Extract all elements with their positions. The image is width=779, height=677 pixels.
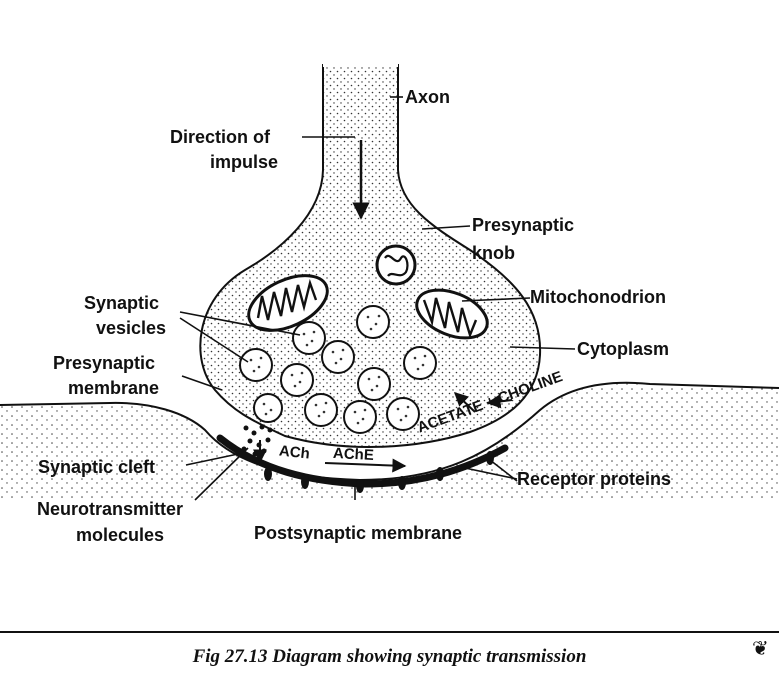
axon-label: Axon xyxy=(405,87,450,107)
synaptic-vesicle xyxy=(253,393,283,423)
synapse-diagram xyxy=(0,63,779,630)
synaptic-vesicle xyxy=(280,363,314,397)
mitochondrion-label: Mitochonodrion xyxy=(530,287,666,307)
presynaptic-membrane-label-line1: Presynaptic xyxy=(53,353,156,373)
synaptic-vesicles xyxy=(239,305,437,434)
reuptake-arrow-2 xyxy=(486,394,513,409)
ache-arrow xyxy=(324,458,407,473)
synaptic-vesicle xyxy=(356,305,390,339)
synaptic-vesicle xyxy=(403,346,437,380)
ach-label: ACh xyxy=(278,442,311,463)
synaptic-vesicles-label-line2: vesicles xyxy=(96,318,167,338)
presynaptic-knob-label-line2: knob xyxy=(472,243,515,263)
leader-lines xyxy=(179,96,576,501)
mitochondrion-round xyxy=(375,244,417,286)
synaptic-vesicle xyxy=(239,348,273,382)
mitochondrion-left xyxy=(247,274,329,332)
postsynaptic-membrane-label: Postsynaptic membrane xyxy=(254,523,463,543)
publisher-mark: ❦ xyxy=(752,638,769,660)
synaptic-vesicle xyxy=(343,400,377,434)
synaptic-vesicle xyxy=(304,393,338,427)
synaptic-vesicle xyxy=(321,340,355,374)
synaptic-vesicle xyxy=(386,397,420,431)
receptor-proteins-label: Receptor proteins xyxy=(517,469,672,489)
neurotransmitter-label-line1: Neurotransmitter xyxy=(37,499,184,519)
synaptic-vesicles-label-line1: Synaptic xyxy=(84,293,160,313)
synaptic-cleft-label: Synaptic cleft xyxy=(38,457,156,477)
presynaptic-membrane-label-line2: membrane xyxy=(68,378,160,398)
presynaptic-knob xyxy=(199,64,542,449)
synaptic-vesicle xyxy=(292,321,326,355)
figure-caption: Fig 27.13 Diagram showing synaptic trans… xyxy=(192,646,587,667)
mitochondrion-right xyxy=(415,288,489,340)
direction-of-impulse-label-line1: Direction of xyxy=(170,127,271,147)
synaptic-vesicle xyxy=(357,367,391,401)
direction-of-impulse-label-line2: impulse xyxy=(210,152,279,172)
caption-rule xyxy=(0,631,779,633)
cytoplasm-label: Cytoplasm xyxy=(577,339,670,359)
ache-label: AChE xyxy=(332,444,375,465)
presynaptic-knob-label-line1: Presynaptic xyxy=(472,215,575,235)
reuptake-arrow-1 xyxy=(453,392,476,413)
neurotransmitter-label-line2: molecules xyxy=(76,525,165,545)
